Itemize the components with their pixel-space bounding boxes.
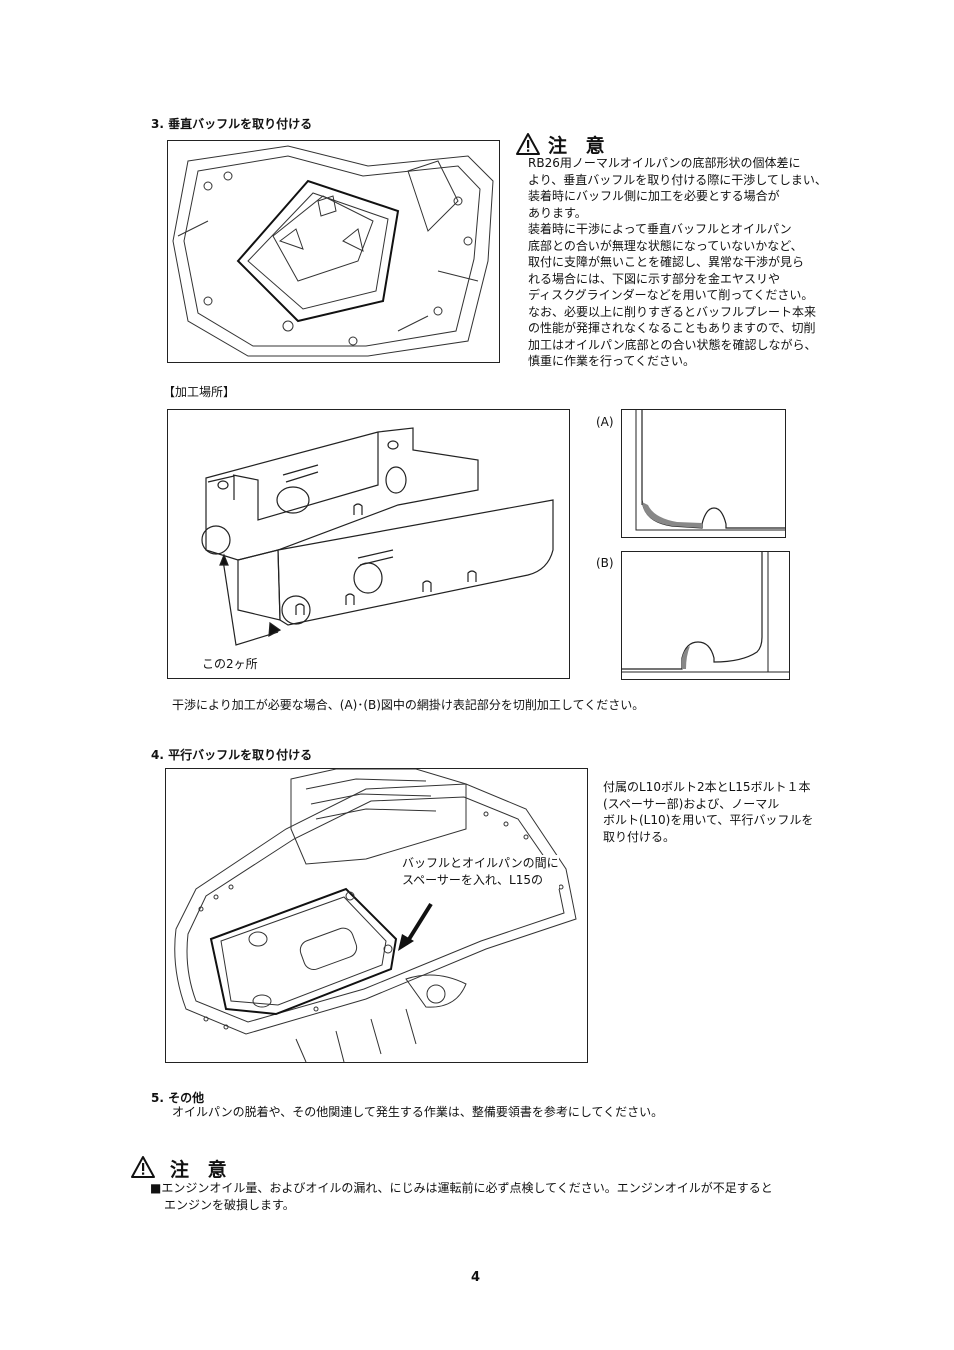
figure-a xyxy=(621,409,786,538)
figure-b-detail xyxy=(622,552,789,673)
section5-heading: 5. その他 xyxy=(151,1091,205,1105)
caution-line: 慎重に作業を行ってください。 xyxy=(528,354,696,368)
baffle-box-illustration xyxy=(201,427,554,646)
desc-line: 付属のL10ボルト2本とL15ボルト１本 xyxy=(603,780,811,794)
desc-line: ボルト(L10)を用いて、平行バッフルを xyxy=(603,813,814,827)
caution-line: なお、必要以上に削りすぎるとバッフルプレート本来 xyxy=(528,304,817,319)
caution-line: の性能が発揮されなくなることもありますので、切削 xyxy=(528,321,816,335)
oil-pan-vertical-baffle-illustration xyxy=(172,145,494,357)
caution-line: RB26用ノーマルオイルパンの底部形状の個体差に xyxy=(528,156,801,170)
caution-line: 底部との合いが無理な状態になっていないかなど、 xyxy=(528,238,803,253)
oil-pan-parallel-baffle-illustration xyxy=(174,769,577,1062)
caution2-title: 注 意 xyxy=(170,1159,233,1181)
caution2-text: ■エンジンオイル量、およびオイルの漏れ、にじみは運転前に必ず点検してください。エ… xyxy=(150,1180,870,1213)
caution-line: れる場合には、下図に示す部分を金エヤスリや xyxy=(528,271,781,286)
figure-a-label: (A) xyxy=(596,415,614,429)
processing-location-figure: この2ヶ所 xyxy=(167,409,570,679)
figure-b xyxy=(621,551,790,680)
section3-heading: 3. 垂直バッフルを取り付ける xyxy=(151,117,313,131)
inset-line: バッフルとオイルパンの間に xyxy=(402,856,559,870)
processing-location-label: 【加工場所】 xyxy=(163,385,236,399)
caution-line: 加工はオイルパン底部との合い状態を確認しながら、 xyxy=(528,337,817,352)
page-number: 4 xyxy=(471,1270,481,1285)
warning-triangle-icon xyxy=(515,132,541,156)
figure-b-label: (B) xyxy=(596,556,614,570)
section4-heading: 4. 平行バッフルを取り付ける xyxy=(151,748,313,762)
caution-line: 取付に支障が無いことを確認し、異常な干渉が見ら xyxy=(528,255,805,269)
callout-label: この2ヶ所 xyxy=(202,657,258,671)
inset-note: バッフルとオイルパンの間に スペーサーを入れ、L15の xyxy=(402,855,559,889)
caution-line: 装着時に干渉によって垂直バッフルとオイルパン xyxy=(528,222,792,236)
figure-a-detail xyxy=(635,410,785,531)
processing-note: 干渉により加工が必要な場合、(A)･(B)図中の網掛け表記部分を切削加工してくだ… xyxy=(172,698,645,712)
desc-line: 取り付ける。 xyxy=(603,829,676,844)
caution-line: より、垂直バッフルを取り付ける際に干渉してしまい、 xyxy=(528,172,827,187)
caution2-line: ■エンジンオイル量、およびオイルの漏れ、にじみは運転前に必ず点検してください。エ… xyxy=(150,1181,773,1195)
desc-line: (スペーサー部)および、ノーマル xyxy=(603,796,780,811)
caution2-line: エンジンを破損します。 xyxy=(164,1197,295,1212)
parallel-baffle-figure: バッフルとオイルパンの間に スペーサーを入れ、L15の xyxy=(165,768,588,1063)
caution-title: 注 意 xyxy=(548,135,611,157)
warning-triangle-icon xyxy=(130,1155,156,1179)
inset-line: スペーサーを入れ、L15の xyxy=(402,873,543,887)
caution-line: ディスクグラインダーなどを用いて削ってください。 xyxy=(528,288,814,302)
section5-text: オイルパンの脱着や、その他関連して発生する作業は、整備要領書を参考にしてください… xyxy=(172,1105,664,1119)
caution-line: 装着時にバッフル側に加工を必要とする場合が xyxy=(528,189,780,203)
section4-description: 付属のL10ボルト2本とL15ボルト１本 (スペーサー部)および、ノーマル ボル… xyxy=(603,779,883,845)
caution-text: RB26用ノーマルオイルパンの底部形状の個体差に より、垂直バッフルを取り付ける… xyxy=(528,155,858,370)
caution-line: あります。 xyxy=(528,205,587,220)
vertical-baffle-figure xyxy=(167,140,500,363)
